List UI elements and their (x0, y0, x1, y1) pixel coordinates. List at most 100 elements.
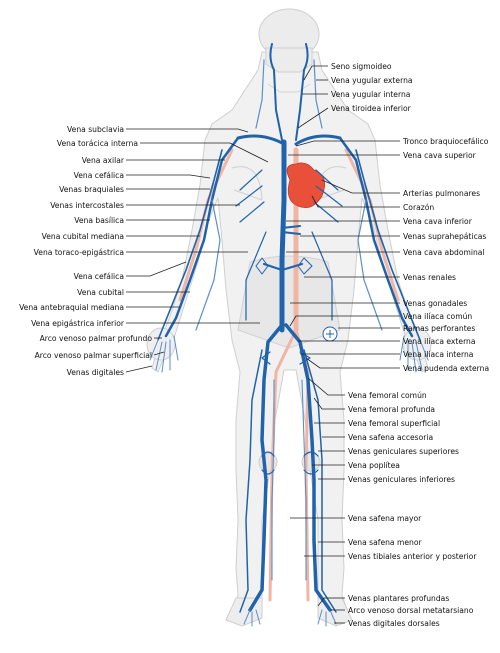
label-vena-subclavia: Vena subclavia (67, 125, 124, 134)
label-vena-tiroidea-inferior: Vena tiroidea inferior (331, 104, 412, 113)
vein-cava (279, 139, 287, 333)
heart (286, 162, 326, 209)
label-vena-yugular-interna: Vena yugular interna (331, 90, 410, 99)
vein-leg-l-saphenous (303, 349, 337, 613)
vein-leg-r-saphenous (239, 349, 263, 613)
label-venas-suprahepaticas: Venas suprahepáticas (403, 232, 486, 241)
label-vena-cubital-mediana: Vena cubital mediana (42, 232, 124, 241)
vein-leg-r-main (248, 323, 284, 612)
label-vena-pudenda-externa: Vena pudenda externa (403, 364, 489, 373)
labels-right: Seno sigmoideo Vena yugular externa Vena… (331, 62, 489, 628)
leader-r-14 (289, 315, 400, 327)
label-vena-cubital: Vena cubital (77, 288, 124, 297)
vein-jugular-left (295, 43, 309, 141)
label-vena-femoral-comun: Vena femoral común (348, 391, 427, 400)
leader-l-1 (126, 128, 249, 133)
label-vena-iliaca-interna: Vena ilíaca interna (403, 350, 473, 359)
vein-leg-l-tibial (301, 379, 307, 581)
leader-r-8 (311, 195, 400, 208)
vein-arm-l-main (338, 136, 414, 338)
vein-arm-r-cephalic (157, 149, 223, 341)
label-vena-toracica-interna: Vena torácica interna (57, 139, 138, 148)
vein-subclavian-left (294, 134, 342, 146)
label-vena-cava-superior: Vena cava superior (403, 151, 477, 160)
leader-r-4 (297, 107, 329, 129)
vein-ext-jugular-left (313, 59, 323, 129)
vein-arm-r-basilic (195, 199, 221, 331)
label-vena-toraco-epigastrica: Vena toraco-epigástrica (34, 248, 124, 257)
label-vena-iliaca-comun: Vena ilíaca común (403, 312, 472, 321)
label-venas-geniculares-inferiores: Venas geniculares inferiores (348, 475, 455, 484)
jaw (265, 47, 313, 73)
perforating-branch-detail (326, 330, 334, 338)
vein-intercostal-l (311, 169, 343, 321)
rib-cage (231, 166, 347, 201)
label-venas-gonadales: Venas gonadales (403, 299, 467, 308)
label-venas-digitales-dorsales: Venas digitales dorsales (348, 619, 440, 628)
label-seno-sigmoideo: Seno sigmoideo (331, 62, 392, 71)
vein-arm-l-basilic (357, 199, 383, 331)
label-venas-digitales: Venas digitales (67, 368, 124, 377)
label-corazon: Corazón (403, 203, 434, 212)
leader-r-18 (305, 357, 400, 369)
leader-l-2 (140, 142, 269, 163)
label-vena-poplitea: Vena poplítea (348, 461, 400, 470)
vein-hand-r-digits (149, 335, 179, 373)
vein-foot-digits (243, 609, 337, 627)
vein-leg-r-tibial (271, 379, 275, 581)
label-venas-intercostales: Venas intercostales (50, 201, 124, 210)
leader-l-10 (126, 261, 187, 277)
vein-genicular (261, 451, 319, 475)
label-venas-renales: Venas renales (403, 273, 456, 282)
vein-hepatic (281, 225, 301, 235)
labels-left: Vena subclavia Vena torácica interna Ven… (19, 125, 152, 377)
label-vena-basilica: Vena basílica (74, 216, 124, 225)
label-vena-safena-accesoria: Vena safena accesoria (348, 433, 433, 442)
vein-arm-l-cephalic (355, 149, 421, 341)
label-vena-safena-mayor: Vena safena mayor (348, 514, 422, 523)
label-arco-venoso-palmar-superficial: Arco venoso palmar superficial (35, 351, 152, 360)
label-vena-cefalica-lower: Vena cefálica (74, 272, 124, 281)
kidney-veins (255, 257, 313, 275)
leader-r-5 (295, 140, 400, 147)
label-venas-tibiales: Venas tibiales anterior y posterior (348, 552, 477, 561)
label-vena-antebraquial-mediana: Vena antebraquial mediana (19, 303, 124, 312)
label-vena-cefalica-upper: Vena cefálica (74, 171, 124, 180)
vein-ext-jugular-right (255, 59, 265, 129)
leader-r-19 (307, 377, 345, 396)
label-arterias-pulmonares: Arterias pulmonares (403, 189, 480, 198)
label-ramas-perforantes: Ramas perforantes (403, 324, 475, 333)
label-vena-cava-abdominal: Vena cava abdominal (403, 248, 485, 257)
leader-r-20 (313, 397, 345, 410)
vein-hand-l-digits (399, 335, 429, 373)
label-vena-axilar: Vena axilar (82, 156, 125, 165)
label-arco-venoso-palmar-profundo: Arco venoso palmar profundo (40, 334, 153, 343)
label-vena-femoral-profunda: Vena femoral profunda (348, 405, 435, 414)
label-venas-braquiales: Venas braquiales (59, 185, 124, 194)
leader-r-1 (303, 65, 328, 81)
label-vena-iliaca-externa: Vena ilíaca externa (403, 337, 476, 346)
label-venas-geniculares-superiores: Venas geniculares superiores (348, 447, 459, 456)
leader-r-29 (317, 597, 345, 607)
label-vena-yugular-externa: Vena yugular externa (331, 76, 413, 85)
body-silhouette (146, 8, 432, 627)
leader-l-16 (125, 365, 153, 373)
leaders-right (286, 65, 400, 624)
label-vena-safena-menor: Vena safena menor (348, 538, 423, 547)
leader-r-7 (321, 179, 400, 194)
label-venas-plantares-profundas: Venas plantares profundas (348, 594, 449, 603)
leader-l-15 (153, 351, 165, 356)
label-vena-epigastrica-inferior: Vena epigástrica inferior (31, 319, 125, 328)
label-vena-cava-inferior: Vena cava inferior (403, 217, 473, 226)
label-vena-femoral-superficial: Vena femoral superficial (348, 419, 440, 428)
vein-jugular-right (269, 43, 283, 141)
label-tronco-braquiocefalico: Tronco braquiocefálico (402, 137, 489, 146)
vein-leg-l-main (284, 323, 332, 612)
leaders-left (125, 128, 269, 373)
leader-l-4 (126, 174, 211, 179)
vein-subclavian-right (236, 134, 286, 146)
label-arco-venoso-dorsal-metatarsiano: Arco venoso dorsal metatarsiano (348, 606, 474, 615)
vein-intercostal-r (235, 169, 267, 321)
